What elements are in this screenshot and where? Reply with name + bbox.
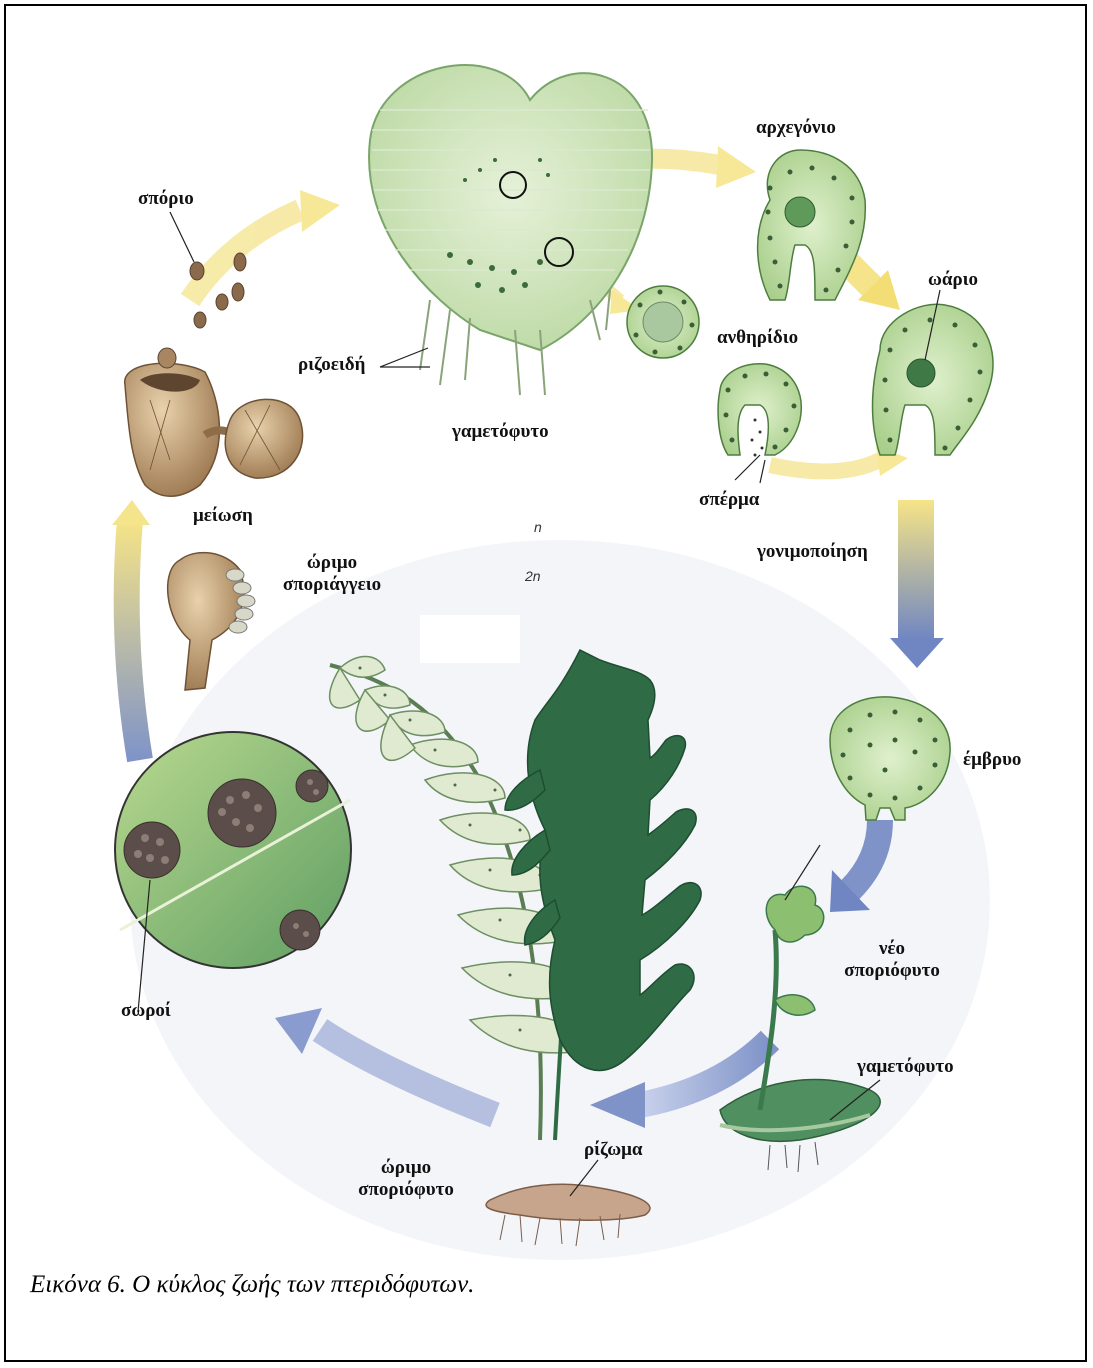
label-egg: ωάριο bbox=[928, 269, 978, 291]
label-haploid-n: n bbox=[534, 519, 542, 535]
label-mature-sporangium-line1: ώριμο bbox=[272, 552, 392, 574]
label-rhizoids: ριζοειδή bbox=[298, 354, 365, 376]
label-gametophyte-top: γαμετόφυτο bbox=[452, 421, 549, 443]
label-sori: σωροί bbox=[121, 1000, 171, 1022]
antheridium-round bbox=[627, 286, 699, 358]
label-new-sporophyte-line1: νέο bbox=[822, 938, 962, 960]
sperm-pointer-1 bbox=[735, 455, 760, 480]
meiosis-arrow bbox=[112, 500, 150, 760]
fertilization-arrow bbox=[890, 500, 944, 668]
label-diploid-2n: 2n bbox=[525, 568, 541, 584]
dehisced-sporangium bbox=[125, 348, 303, 496]
label-rhizome: ρίζωμα bbox=[584, 1139, 643, 1161]
label-spore: σπόριο bbox=[138, 188, 194, 210]
figure-caption: Εικόνα 6. Ο κύκλος ζωής των πτεριδόφυτων… bbox=[30, 1271, 474, 1299]
label-fertilization: γονιμοποίηση bbox=[757, 541, 868, 563]
label-embryo: έμβρυο bbox=[963, 749, 1021, 771]
label-mature-sporangium: ώριμο σποριάγγειο bbox=[272, 552, 392, 596]
label-mature-sporophyte-line2: σποριόφυτο bbox=[346, 1179, 466, 1201]
label-sperm: σπέρμα bbox=[699, 489, 759, 511]
sori-magnified bbox=[115, 732, 351, 968]
label-new-sporophyte-line2: σποριόφυτο bbox=[822, 960, 962, 982]
label-mature-sporangium-line2: σποριάγγειο bbox=[272, 574, 392, 596]
antheridium-open bbox=[718, 364, 801, 457]
gametophyte-prothallus bbox=[369, 65, 652, 395]
label-new-sporophyte: νέο σποριόφυτο bbox=[822, 938, 962, 982]
label-mature-sporophyte-line1: ώριμο bbox=[346, 1157, 466, 1179]
label-archegonium: αρχεγόνιο bbox=[756, 117, 836, 139]
label-antheridium: ανθηρίδιο bbox=[717, 327, 798, 349]
sperm-pointer-2 bbox=[760, 460, 765, 483]
label-mature-sporophyte: ώριμο σποριόφυτο bbox=[346, 1157, 466, 1201]
label-gametophyte-bottom: γαμετόφυτο bbox=[857, 1056, 954, 1078]
egg-archegonium bbox=[873, 304, 994, 455]
label-meiosis: μείωση bbox=[193, 505, 253, 527]
spore-pointer bbox=[170, 212, 194, 262]
